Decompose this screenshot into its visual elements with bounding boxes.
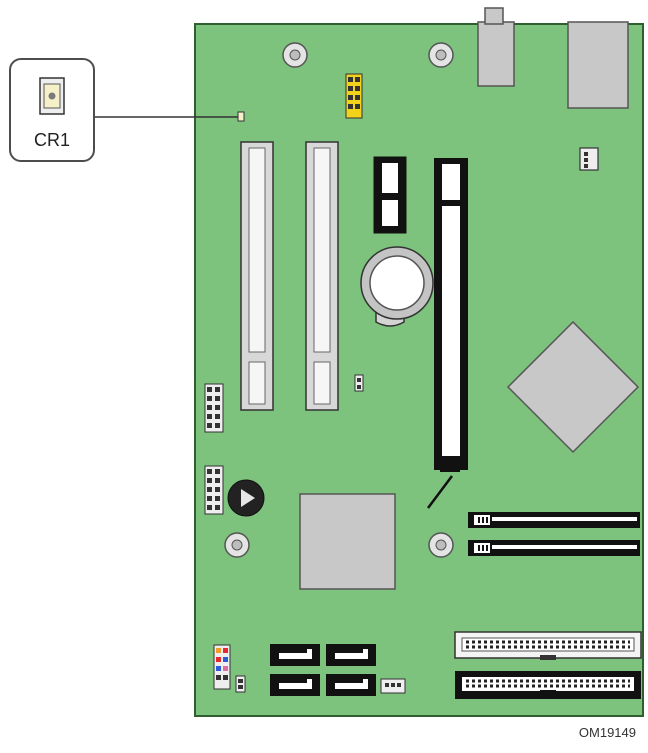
floppy-connector: [455, 671, 641, 699]
pci-slot-2: [305, 141, 339, 411]
dimm-slot-1: [468, 512, 640, 528]
mounting-hole-top-left: [282, 42, 308, 68]
yellow-header: [345, 73, 363, 119]
sata-connector-1: [270, 644, 320, 666]
processor-socket: [506, 320, 640, 454]
figure-id: OM19149: [578, 725, 636, 740]
small-jumper-bottom: [235, 675, 246, 693]
sata-connector-3: [270, 674, 320, 696]
callout-label: CR1: [33, 130, 70, 150]
mounting-hole-bottom-left: [224, 532, 250, 558]
pcie-x1-slot: [373, 156, 407, 234]
pcie-x16-slot: [427, 158, 468, 509]
mounting-hole-bottom-center: [428, 532, 454, 558]
cr1-callout: CR1: [9, 58, 95, 162]
battery: [360, 246, 434, 327]
sata-connector-4: [326, 674, 376, 696]
dimm-slot-2: [468, 540, 640, 556]
ide-connector: [454, 631, 642, 660]
pci-slot-1: [240, 141, 274, 411]
front-panel-header: [213, 644, 231, 690]
speaker: [227, 479, 265, 517]
fan-header: [579, 147, 599, 171]
fan-header-bottom: [380, 678, 406, 694]
audio-connector: [477, 21, 515, 87]
header-left-upper: [204, 383, 224, 433]
cr1-led: [237, 111, 245, 122]
header-left-lower: [204, 465, 224, 515]
sata-connector-2: [326, 644, 376, 666]
chipset: [299, 493, 396, 590]
jumper: [354, 374, 364, 392]
mounting-hole-top-center: [428, 42, 454, 68]
rear-io-connector: [567, 21, 629, 109]
led-icon: [39, 77, 65, 115]
audio-jack: [484, 7, 504, 25]
